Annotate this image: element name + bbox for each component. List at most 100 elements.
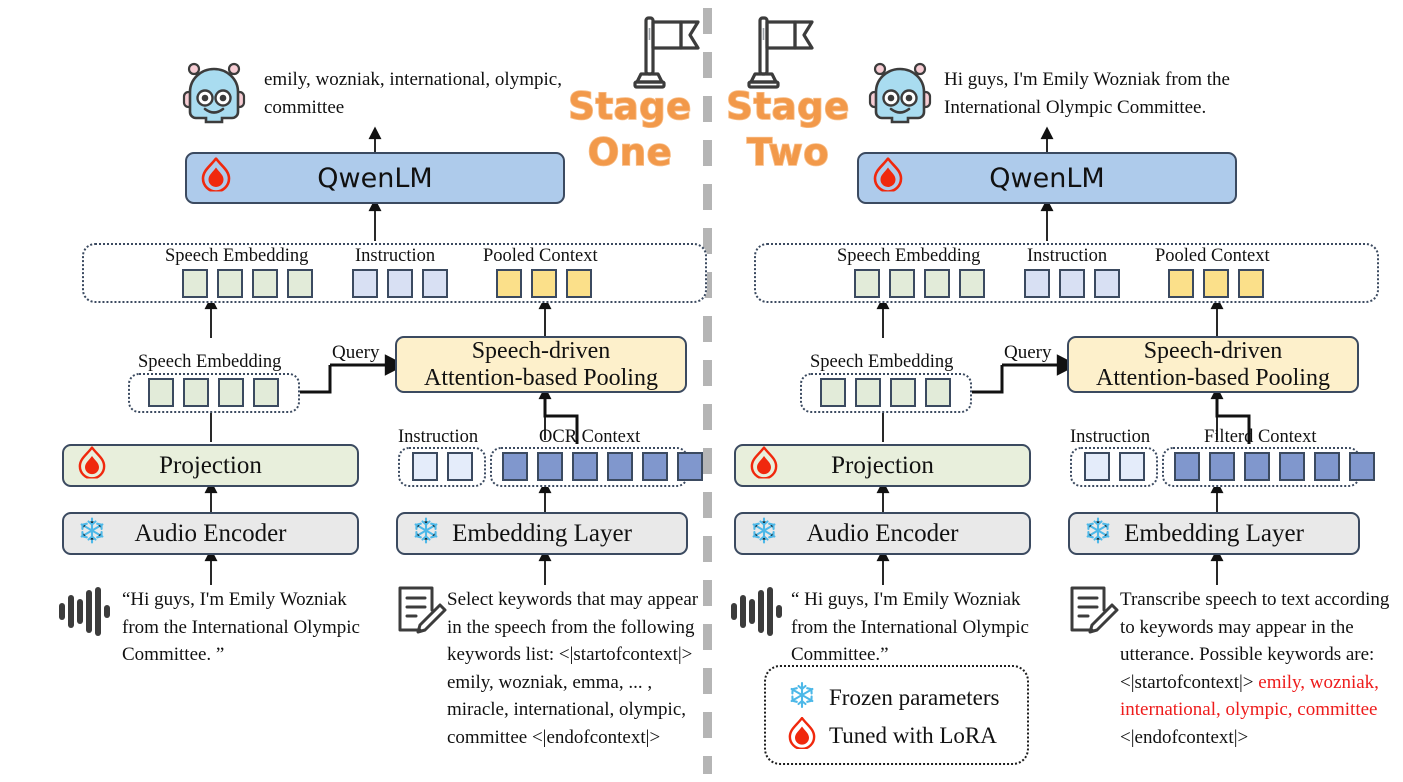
robot-icon <box>867 62 933 128</box>
stage-one-top-instruction-tokens <box>352 269 448 298</box>
token <box>217 269 243 298</box>
stage-two-mid-speech-tokens <box>820 378 951 407</box>
stage-two-projection-box[interactable]: Projection <box>734 444 1031 487</box>
stage-two-prompt-keywords: emily, wozniak, international, olympic, … <box>1120 671 1379 721</box>
stage-one-qwenlm-box[interactable]: QwenLM <box>185 152 565 204</box>
stage-one-instruction-tokens <box>412 452 473 481</box>
flag-icon <box>628 12 700 90</box>
stage-one-top-instruction-caption: Instruction <box>355 246 436 266</box>
stage-two-qwenlm-box[interactable]: QwenLM <box>857 152 1237 204</box>
token <box>412 452 438 481</box>
stage-one-context-caption: OCR Context <box>539 427 641 447</box>
legend-frozen-label: Frozen parameters <box>829 685 1000 710</box>
stage-two-projection-label: Projection <box>831 451 934 479</box>
stage-two-pooling-box[interactable]: Speech-driven Attention-based Pooling <box>1067 336 1359 393</box>
token <box>855 378 881 407</box>
stage-two-instruction-tokens <box>1084 452 1145 481</box>
token <box>502 452 528 481</box>
flame-icon <box>750 445 778 485</box>
stage-one-embedding-layer-label: Embedding Layer <box>452 519 632 547</box>
token <box>1168 269 1194 298</box>
token <box>566 269 592 298</box>
token <box>1244 452 1270 481</box>
token <box>1314 452 1340 481</box>
token <box>447 452 473 481</box>
stage-one-mid-speech-caption: Speech Embedding <box>138 352 282 372</box>
stage-one-embedding-layer-box[interactable]: Embedding Layer <box>396 512 688 555</box>
stage-two-prompt-suffix: <|endofcontext|> <box>1120 726 1249 748</box>
document-pencil-icon <box>1068 584 1120 640</box>
stage-one-audio-encoder-label: Audio Encoder <box>134 519 287 547</box>
legend-row-frozen: Frozen parameters <box>788 679 1009 717</box>
token <box>287 269 313 298</box>
stage-two-audio-text: “ Hi guys, I'm Emily Wozniak from the In… <box>791 589 1029 666</box>
stage-one-top-pooled-tokens <box>496 269 592 298</box>
token <box>1094 269 1120 298</box>
token <box>1084 452 1110 481</box>
token <box>1209 452 1235 481</box>
stage-one-number: One <box>587 130 673 175</box>
robot-icon <box>181 62 247 128</box>
token <box>387 269 413 298</box>
stage-one-pooling-line2: Attention-based Pooling <box>424 364 658 391</box>
stage-one-projection-box[interactable]: Projection <box>62 444 359 487</box>
stage-two-prompt-text: Transcribe speech to text according to k… <box>1120 586 1390 751</box>
stage-one-instruction-caption: Instruction <box>398 427 479 447</box>
snowflake-icon <box>788 681 816 715</box>
token <box>959 269 985 298</box>
stage-one-output-text: emily, wozniak, international, olympic, … <box>264 69 562 118</box>
stage-two-top-instruction-tokens <box>1024 269 1120 298</box>
token <box>182 269 208 298</box>
snowflake-icon <box>78 516 106 551</box>
stage-two-number: Two <box>746 130 830 175</box>
stage-two-top-pooled-tokens <box>1168 269 1264 298</box>
stage-one-context-tokens <box>502 452 703 481</box>
token <box>253 378 279 407</box>
stage-one-mid-speech-tokens <box>148 378 279 407</box>
token <box>1059 269 1085 298</box>
waveform-icon <box>57 585 112 637</box>
token <box>889 269 915 298</box>
stage-one-projection-label: Projection <box>159 451 262 479</box>
legend-tuned-label: Tuned with LoRA <box>829 723 997 748</box>
token <box>537 452 563 481</box>
waveform-icon <box>729 585 784 637</box>
flame-icon <box>873 156 903 199</box>
stage-one-top-speech-caption: Speech Embedding <box>165 246 309 266</box>
token <box>607 452 633 481</box>
stage-two-word: Stage <box>725 84 850 129</box>
token <box>854 269 880 298</box>
token <box>252 269 278 298</box>
token <box>148 378 174 407</box>
stage-two-audio-encoder-box[interactable]: Audio Encoder <box>734 512 1031 555</box>
token <box>183 378 209 407</box>
stage-two-qwenlm-label: QwenLM <box>989 162 1105 194</box>
stage-one-pooling-box[interactable]: Speech-driven Attention-based Pooling <box>395 336 687 393</box>
token <box>1349 452 1375 481</box>
flame-icon <box>78 445 106 485</box>
snowflake-icon <box>412 516 440 551</box>
token <box>1174 452 1200 481</box>
stage-one-prompt-text: Select keywords that may appear in the s… <box>447 589 699 748</box>
stage-one-audio-text: “Hi guys, I'm Emily Wozniak from the Int… <box>122 589 360 666</box>
stage-divider <box>703 8 712 774</box>
stage-one-audio-encoder-box[interactable]: Audio Encoder <box>62 512 359 555</box>
snowflake-icon <box>750 516 778 551</box>
stage-two-top-pooled-caption: Pooled Context <box>1155 246 1270 266</box>
stage-two-mid-speech-caption: Speech Embedding <box>810 352 954 372</box>
stage-two-embedding-layer-box[interactable]: Embedding Layer <box>1068 512 1360 555</box>
flame-icon <box>788 716 816 755</box>
stage-two-query-label: Query <box>1004 342 1052 363</box>
token <box>1279 452 1305 481</box>
stage-one-qwenlm-label: QwenLM <box>317 162 433 194</box>
stage-two-top-speech-tokens <box>854 269 985 298</box>
token <box>1203 269 1229 298</box>
token <box>820 378 846 407</box>
stage-one-query-label: Query <box>332 342 380 363</box>
stage-one-top-pooled-caption: Pooled Context <box>483 246 598 266</box>
token <box>1238 269 1264 298</box>
stage-two-audio-encoder-label: Audio Encoder <box>806 519 959 547</box>
stage-two-pooling-line2: Attention-based Pooling <box>1096 364 1330 391</box>
token <box>572 452 598 481</box>
